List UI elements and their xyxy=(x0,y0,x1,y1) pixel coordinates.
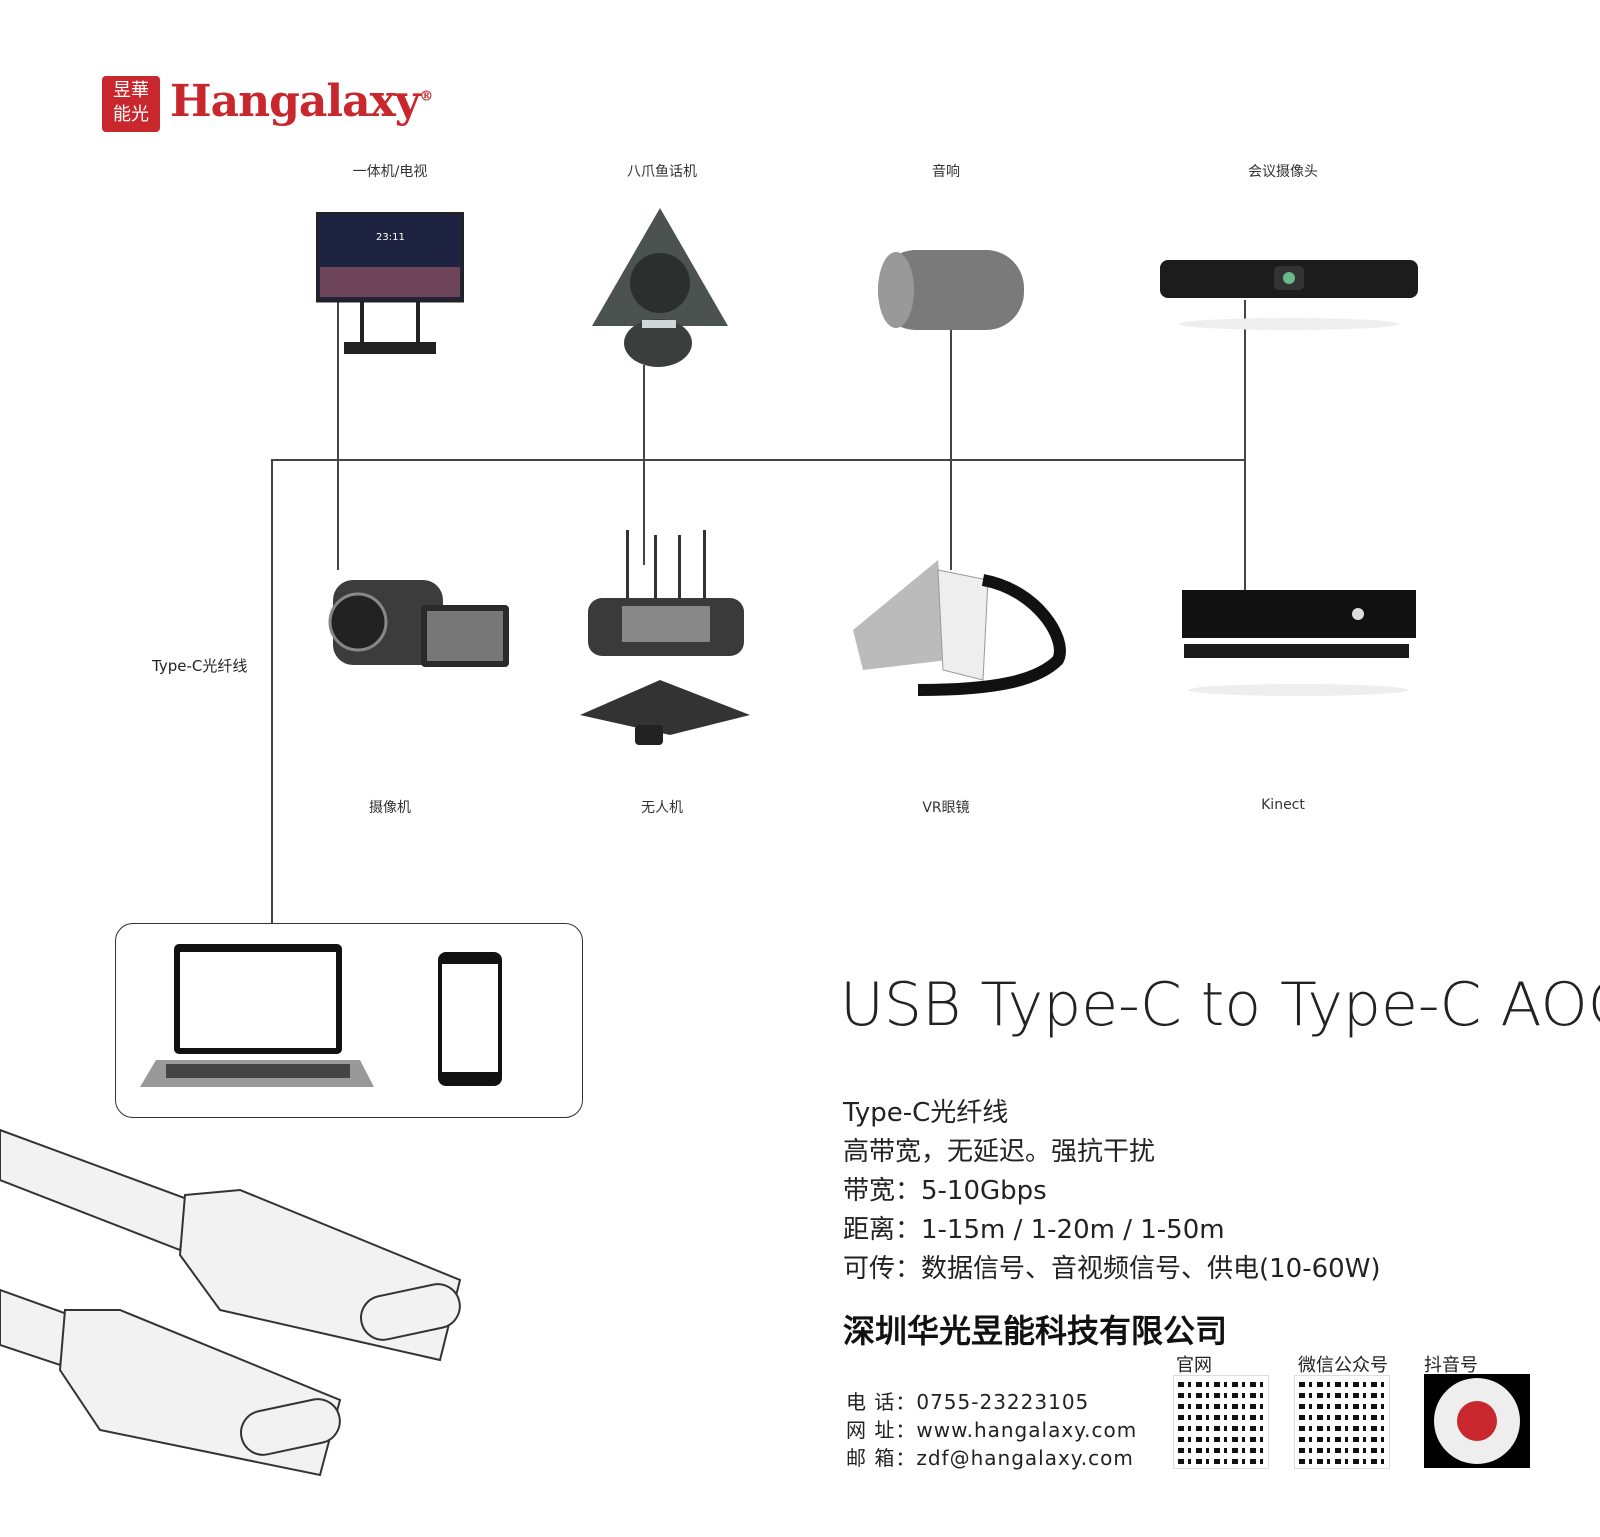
device-label: 一体机/电视 xyxy=(352,164,428,180)
connector-line xyxy=(271,459,1245,461)
smart-tv-on-stand-icon: 23:11 xyxy=(316,212,464,354)
device-label: VR眼镜 xyxy=(922,800,970,816)
contact-phone: 电 话：0755-23223105 xyxy=(846,1390,1090,1414)
spec-line: 距离：1-15m / 1-20m / 1-50m xyxy=(843,1215,1225,1245)
wechat-qr-code xyxy=(1294,1375,1390,1469)
qr-label: 官网 xyxy=(1176,1355,1212,1376)
website-qr-code xyxy=(1173,1375,1269,1469)
connector-line xyxy=(950,330,952,570)
type-c-cable-illustration xyxy=(0,1128,462,1477)
qr-label: 微信公众号 xyxy=(1298,1355,1388,1376)
conference-camera-icon xyxy=(1160,260,1418,330)
device-label: 无人机 xyxy=(641,800,683,816)
connector-line xyxy=(1244,300,1246,595)
spec-line: 带宽：5-10Gbps xyxy=(843,1176,1047,1206)
connector-line xyxy=(337,300,339,570)
spec-line: 高带宽，无延迟。强抗干扰 xyxy=(843,1137,1156,1167)
drone-icon xyxy=(580,530,750,745)
device-label: 摄像机 xyxy=(369,800,411,816)
spec-line: Type-C光纤线 xyxy=(843,1098,1009,1128)
logo-seal: 昱華能光 xyxy=(102,76,160,132)
device-label: Kinect xyxy=(1261,797,1305,813)
source-devices-box xyxy=(115,923,583,1118)
conference-phone-icon xyxy=(592,208,728,367)
company-name: 深圳华光昱能科技有限公司 xyxy=(843,1312,1228,1350)
speaker-icon xyxy=(878,250,1024,330)
contact-email[interactable]: 邮 箱：zdf@hangalaxy.com xyxy=(846,1446,1134,1470)
laptop-icon xyxy=(140,944,374,1087)
connector-line xyxy=(271,459,273,924)
camcorder-icon xyxy=(328,580,509,667)
connector-line xyxy=(643,365,645,565)
device-label: 音响 xyxy=(932,164,960,180)
cable-label: Type-C光纤线 xyxy=(152,657,248,675)
svg-text:23:11: 23:11 xyxy=(376,232,405,243)
kinect-icon xyxy=(1182,590,1416,696)
douyin-qr-code xyxy=(1424,1374,1530,1468)
spec-line: 可传：数据信号、音视频信号、供电(10-60W) xyxy=(843,1254,1381,1284)
vr-headset-icon xyxy=(853,560,1066,696)
qr-label: 抖音号 xyxy=(1424,1355,1478,1376)
product-title: USB Type-C to Type-C AOC xyxy=(840,970,1600,1040)
smartphone-icon xyxy=(438,952,502,1086)
device-label: 八爪鱼话机 xyxy=(627,164,697,180)
brand-logo: Hangalaxy® xyxy=(170,76,433,127)
device-label: 会议摄像头 xyxy=(1248,164,1318,180)
contact-website[interactable]: 网 址：www.hangalaxy.com xyxy=(846,1418,1138,1442)
